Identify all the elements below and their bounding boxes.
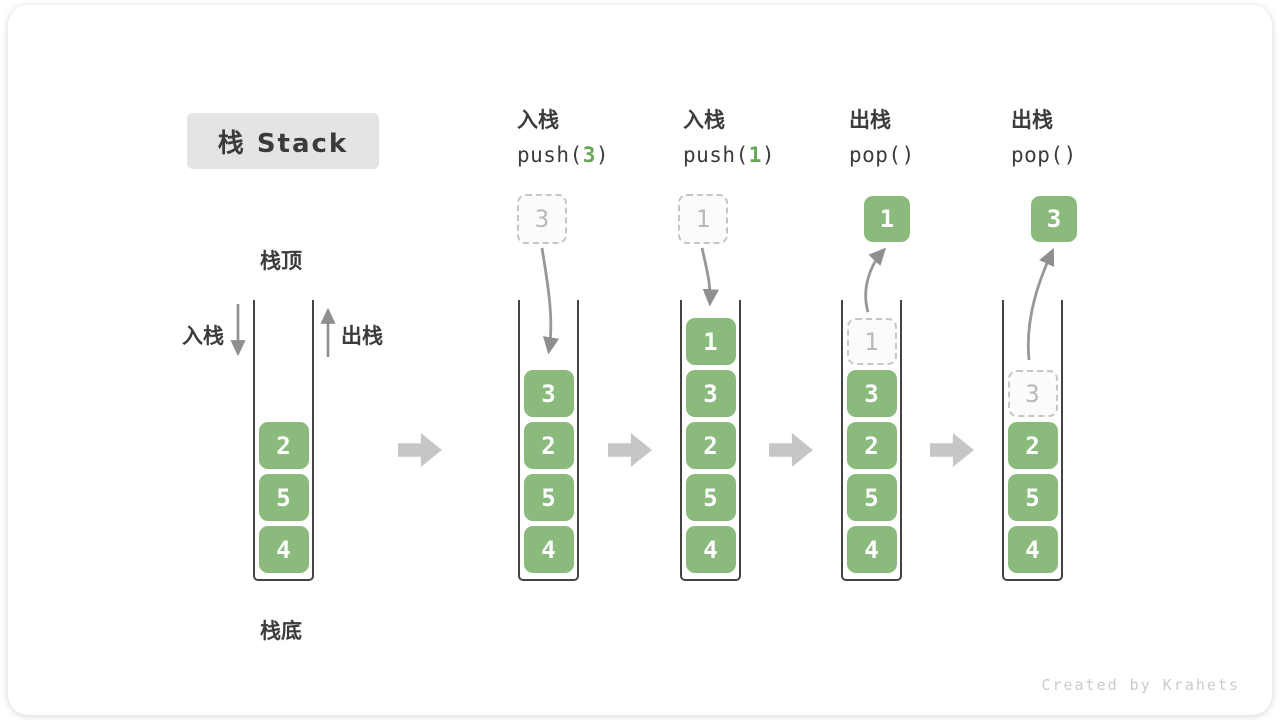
code-pre: pop(: [1011, 143, 1064, 167]
stack-block: 4: [685, 526, 736, 573]
op-cn-label: 出栈: [849, 108, 891, 132]
code-arg: 3: [582, 143, 596, 167]
stack-block-ghost: 3: [1007, 370, 1058, 417]
push-source-box: 3: [517, 194, 567, 244]
stack-block: 5: [258, 474, 309, 521]
stack-block: 4: [1007, 526, 1058, 573]
code-post: ): [595, 143, 610, 167]
op-label-push-3: 入栈 push(3): [517, 104, 677, 167]
pop-direction-label: 出栈: [341, 324, 383, 348]
push-source-box: 1: [678, 194, 728, 244]
code-post: ): [761, 143, 776, 167]
op-cn-label: 出栈: [1011, 108, 1053, 132]
op-code-label: pop(): [849, 143, 1009, 167]
stack-block: 2: [258, 422, 309, 469]
stack-block: 1: [685, 318, 736, 365]
op-code-label: push(1): [683, 143, 843, 167]
stack-block: 4: [846, 526, 897, 573]
op-label-pop-2: 出栈 pop(): [1011, 104, 1171, 167]
stack-block: 2: [1007, 422, 1058, 469]
code-post: ): [901, 143, 915, 167]
stack-block: 2: [685, 422, 736, 469]
stack-block: 5: [685, 474, 736, 521]
stack-block: 4: [523, 526, 574, 573]
op-code-label: pop(): [1011, 143, 1171, 167]
stack-block: 5: [1007, 474, 1058, 521]
stack-state-3: 1 3 2 5 4: [680, 300, 741, 581]
watermark: Created by Krahets: [1041, 676, 1240, 694]
stack-block: 3: [685, 370, 736, 417]
stack-state-5: 3 2 5 4: [1002, 300, 1063, 581]
stack-block: 5: [846, 474, 897, 521]
stack-top-label: 栈顶: [260, 249, 302, 273]
title-label: 栈 Stack: [217, 128, 349, 159]
stack-state-2: 3 2 5 4: [518, 300, 579, 581]
stack-block: 3: [523, 370, 574, 417]
stack-bottom-label: 栈底: [260, 619, 302, 643]
op-cn-label: 入栈: [683, 108, 725, 132]
op-label-pop-1: 出栈 pop(): [849, 104, 1009, 167]
stack-block: 2: [846, 422, 897, 469]
op-label-push-1: 入栈 push(1): [683, 104, 843, 167]
stack-state-1: 2 5 4: [253, 300, 314, 581]
code-post: ): [1063, 143, 1077, 167]
code-pre: push(: [683, 143, 749, 167]
code-arg: 1: [748, 143, 762, 167]
stack-block: 5: [523, 474, 574, 521]
op-cn-label: 入栈: [517, 108, 559, 132]
pop-result-box: 1: [864, 196, 910, 242]
stack-block: 4: [258, 526, 309, 573]
push-direction-label: 入栈: [182, 324, 224, 348]
stack-block: 2: [523, 422, 574, 469]
op-code-label: push(3): [517, 143, 677, 167]
stack-state-4: 1 3 2 5 4: [841, 300, 902, 581]
code-pre: push(: [517, 143, 583, 167]
title-box: 栈 Stack: [187, 113, 379, 169]
stack-block: 3: [846, 370, 897, 417]
stack-block-ghost: 1: [846, 318, 897, 365]
code-pre: pop(: [849, 143, 902, 167]
pop-result-box: 3: [1031, 196, 1077, 242]
